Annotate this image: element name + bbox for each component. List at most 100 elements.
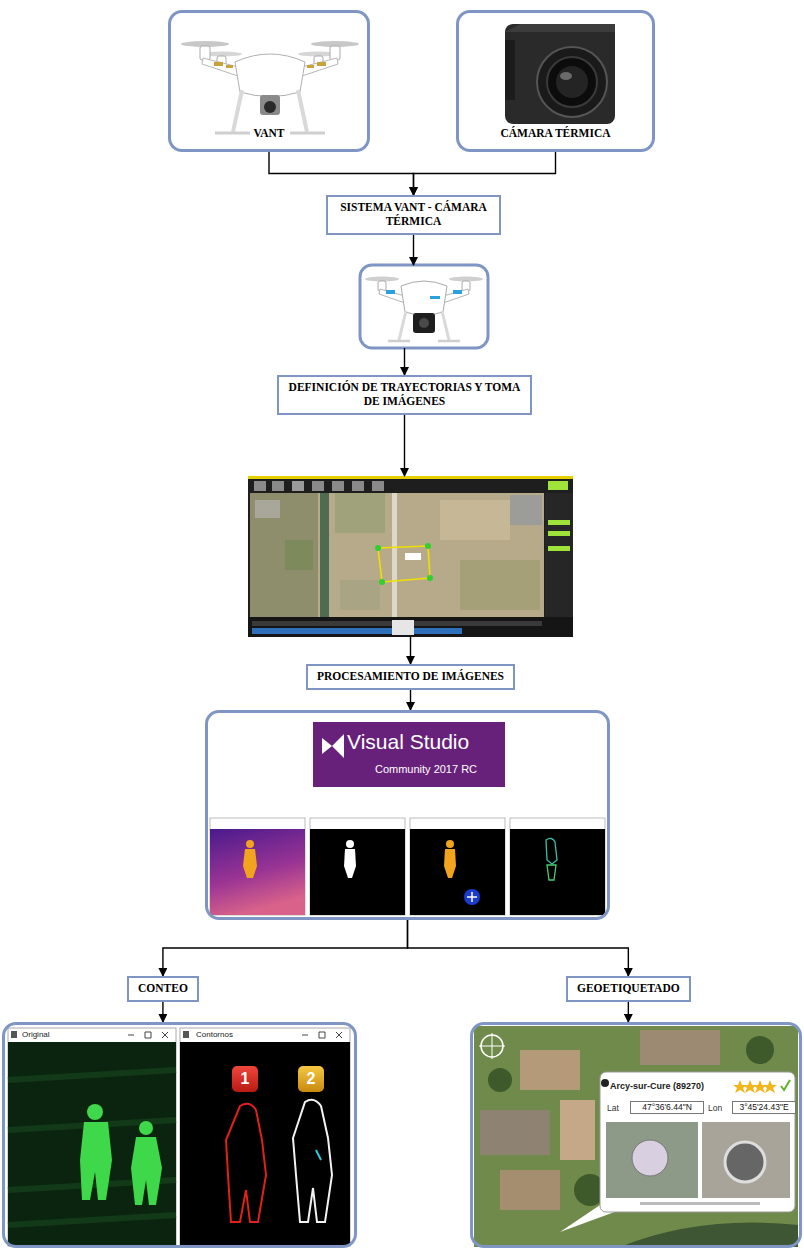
ground-station-screenshot (392, 620, 414, 635)
drone-illustration (307, 65, 314, 68)
process-box: DEFINICIÓN DE TRAYECTORIAS Y TOMA DE IMÁ… (277, 375, 532, 415)
processing-screenshots (510, 818, 605, 915)
process-box: GEOETIQUETADO (566, 976, 691, 1002)
geotagging-screenshot (763, 1080, 777, 1093)
drone-illustration (330, 46, 340, 60)
geotagging-screenshot (733, 1080, 747, 1093)
counting-screenshots (232, 1066, 258, 1092)
ground-station-screenshot (352, 481, 364, 491)
processing-screenshots (547, 865, 556, 880)
processing-screenshots (344, 849, 356, 878)
drone-camera-illustration (453, 290, 462, 294)
thermal-camera-illustration (505, 24, 615, 124)
process-box: SISTEMA VANT - CÁMARA TÉRMICA (326, 195, 501, 235)
window-title: Original (22, 1031, 112, 1039)
ground-station-screenshot (425, 543, 431, 549)
layout-arrow (413, 235, 414, 265)
process-box: PROCESAMIENTO DE IMÁGENES (306, 664, 515, 690)
ground-station-screenshot (285, 540, 313, 570)
drone-camera-illustration (388, 340, 460, 343)
connector (414, 152, 556, 195)
ground-station-screenshot (375, 545, 381, 551)
processing-screenshots (210, 829, 305, 915)
counting-screenshots (180, 1028, 350, 1246)
person-figure (80, 1122, 112, 1200)
layout-arrow (404, 415, 405, 476)
thermal-camera-illustration (505, 24, 615, 124)
processing-screenshots (546, 838, 557, 864)
person-figure (131, 1137, 162, 1205)
drone-camera-illustration (419, 318, 429, 328)
text-holder: Lon (708, 1104, 730, 1113)
drone-camera-illustration (386, 290, 395, 294)
processing-screenshots (313, 722, 505, 787)
ground-station-screenshot (340, 580, 380, 610)
geotagging-screenshot (560, 1100, 595, 1160)
ground-station-screenshot (254, 481, 266, 491)
field-name: Lat (607, 1104, 627, 1113)
geotagging-screenshot (600, 1072, 795, 1212)
counting-screenshots (8, 1042, 176, 1246)
geotagging-screenshot (746, 1036, 774, 1064)
ground-station-screenshot (392, 493, 397, 617)
ground-station-screenshot (548, 481, 568, 490)
processing-screenshots (410, 829, 505, 915)
layout-arrow (410, 637, 411, 664)
counting-screenshots (293, 1100, 332, 1222)
image-box: CÁMARA TÉRMICA (456, 10, 655, 152)
processing-screenshots (446, 840, 454, 848)
screenshot-panel: Arcy-sur-Cure (89270)Lat47°36'6.44"NLon3… (470, 1022, 802, 1248)
counting-screenshots (8, 1028, 176, 1246)
text-holder: Visual Studio (347, 731, 505, 752)
screenshot-panel: Visual StudioCommunity 2017 RC (205, 710, 610, 920)
geotagging-screenshot (640, 1202, 760, 1205)
field-name: Lon (708, 1104, 730, 1113)
geotagging-screenshot (702, 1122, 790, 1198)
drone-illustration (214, 62, 223, 66)
ground-station-screenshot (545, 493, 573, 617)
geotagging-screenshot (640, 1030, 720, 1065)
thermal-camera-illustration (537, 47, 607, 117)
text-holder: 47°36'6.44"N (630, 1101, 704, 1114)
thermal-camera-illustration (505, 40, 515, 100)
processing-screenshots (444, 849, 456, 878)
drone-camera-illustration (399, 311, 449, 340)
drone-camera-illustration (401, 281, 447, 315)
text-holder: Original (22, 1031, 112, 1039)
text-holder: Community 2017 RC (347, 764, 505, 775)
ground-station-screenshot (427, 575, 433, 581)
counting-screenshots (226, 1104, 266, 1222)
processing-screenshots (510, 829, 605, 915)
processing-screenshots (310, 829, 405, 915)
ground-station-screenshot (440, 500, 510, 540)
processing-screenshots (322, 734, 344, 758)
processing-screenshots (210, 818, 305, 915)
thermal-camera-illustration (547, 57, 597, 107)
drone-illustration (264, 101, 276, 113)
box-text: GEOETIQUETADO (577, 982, 680, 996)
ground-station-screenshot (248, 617, 573, 637)
geotagging-screenshot (474, 1026, 798, 1247)
ground-station-screenshot (320, 493, 329, 617)
ground-station-screenshot (460, 560, 540, 610)
geotagging-screenshot (620, 1223, 798, 1247)
processing-screenshots (464, 889, 480, 905)
process-box: CONTEO (127, 976, 199, 1002)
text-holder: Arcy-sur-Cure (89270) (610, 1082, 735, 1091)
processing-screenshots (346, 840, 354, 848)
box-text: SISTEMA VANT - CÁMARA TÉRMICA (337, 201, 490, 229)
processing-screenshots (467, 892, 477, 902)
connector (163, 920, 408, 976)
drone-camera-illustration (360, 265, 488, 348)
connector (410, 690, 411, 710)
person-figure (87, 1104, 103, 1120)
person-figure (139, 1121, 153, 1135)
ground-station-screenshot (379, 579, 385, 585)
callout-number: 1 (232, 1071, 258, 1087)
counting-screenshots (298, 1066, 324, 1092)
text-holder: 1 (232, 1071, 258, 1087)
ground-station-screenshot (272, 481, 284, 491)
text-holder: VANT (171, 127, 367, 141)
